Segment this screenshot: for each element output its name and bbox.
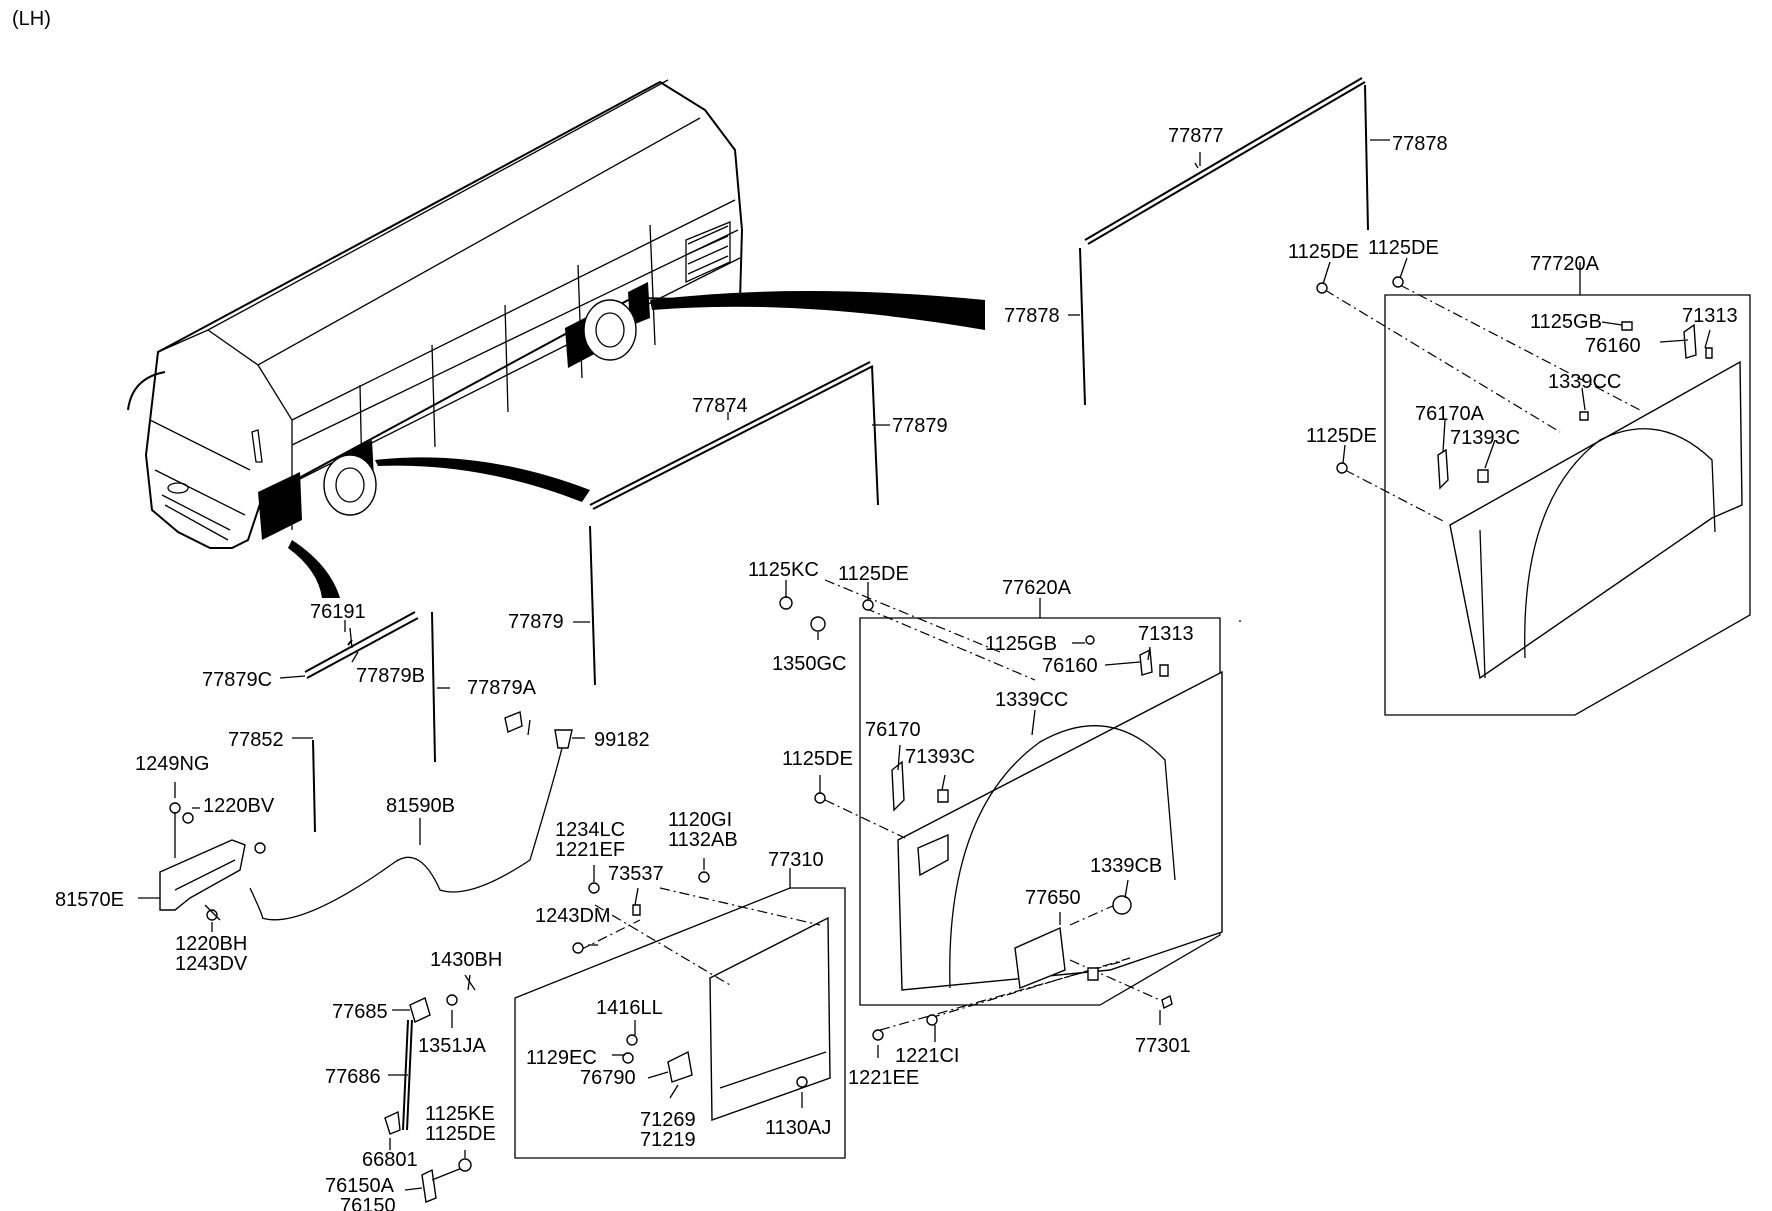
- label-77620A: 77620A: [1002, 577, 1072, 599]
- label-77879A: 77879A: [467, 677, 537, 699]
- label-76790: 76790: [580, 1067, 636, 1089]
- label-66801: 66801: [362, 1149, 418, 1171]
- view-label: (LH): [12, 8, 51, 30]
- label-1125GB-b: 1125GB: [985, 633, 1057, 655]
- label-1243DV: 1243DV: [175, 953, 248, 975]
- label-1125DE-b: 1125DE: [1368, 237, 1439, 259]
- label-71269: 71269: [640, 1109, 696, 1131]
- label-76150A: 76150A: [325, 1175, 395, 1197]
- label-1130AJ: 1130AJ: [765, 1117, 831, 1139]
- label-77877: 77877: [1168, 125, 1224, 147]
- label-1339CB: 1339CB: [1090, 855, 1162, 877]
- label-1221EE: 1221EE: [848, 1067, 919, 1089]
- label-77685: 77685: [332, 1001, 388, 1023]
- label-1132AB: 1132AB: [668, 829, 738, 851]
- label-77874: 77874: [692, 395, 748, 417]
- label-1220BH: 1220BH: [175, 933, 247, 955]
- label-77879-right: 77879: [892, 415, 948, 437]
- label-81570E: 81570E: [55, 889, 124, 911]
- label-77301: 77301: [1135, 1035, 1191, 1057]
- label-1125DE-d: 1125DE: [838, 563, 909, 585]
- rear-fender-assembly: [1316, 276, 1751, 716]
- label-76160-a: 76160: [1585, 335, 1641, 357]
- label-77650: 77650: [1025, 887, 1081, 909]
- bus-illustration: [127, 79, 985, 598]
- label-99182: 99182: [594, 729, 650, 751]
- label-77879B: 77879B: [356, 665, 425, 687]
- label-76191: 76191: [310, 601, 366, 623]
- leader-lines: [138, 139, 1711, 1191]
- fuel-release-assembly: [159, 611, 573, 921]
- label-1234LC: 1234LC: [555, 819, 625, 841]
- label-73537: 73537: [608, 863, 664, 885]
- label-1221CI: 1221CI: [895, 1045, 960, 1067]
- label-1249NG: 1249NG: [135, 753, 210, 775]
- label-77878-top: 77878: [1392, 133, 1448, 155]
- label-77852: 77852: [228, 729, 284, 751]
- label-71313-a: 71313: [1682, 305, 1738, 327]
- label-81590B: 81590B: [386, 795, 455, 817]
- label-77686: 77686: [325, 1066, 381, 1088]
- label-76150: 76150: [340, 1195, 396, 1211]
- label-1339CC-b: 1339CC: [995, 689, 1068, 711]
- label-1125KC: 1125KC: [748, 559, 819, 581]
- label-76170A: 76170A: [1415, 403, 1485, 425]
- label-1221EF: 1221EF: [555, 839, 625, 861]
- label-1125GB-a: 1125GB: [1530, 311, 1602, 333]
- label-77310: 77310: [768, 849, 824, 871]
- label-1125DE-f: 1125DE: [425, 1123, 496, 1145]
- label-1125DE-e: 1125DE: [782, 748, 853, 770]
- front-fender-assembly: [779, 579, 1223, 1041]
- label-71393C-b: 71393C: [905, 746, 975, 768]
- service-lid-assembly: [514, 871, 846, 1159]
- label-77879C: 77879C: [202, 669, 272, 691]
- label-1125DE-a: 1125DE: [1288, 241, 1359, 263]
- lower-left-parts: [384, 974, 476, 1203]
- label-1125DE-c: 1125DE: [1306, 425, 1377, 447]
- label-1430BH: 1430BH: [430, 949, 502, 971]
- label-1351JA: 1351JA: [418, 1035, 486, 1057]
- label-1220BV: 1220BV: [203, 795, 275, 817]
- label-1243DM: 1243DM: [535, 905, 611, 927]
- label-1350GC: 1350GC: [772, 653, 847, 675]
- label-1129EC: 1129EC: [526, 1047, 597, 1069]
- label-76170: 76170: [865, 719, 921, 741]
- label-77720A: 77720A: [1530, 253, 1600, 275]
- label-71393C-a: 71393C: [1450, 427, 1520, 449]
- label-1120GI: 1120GI: [668, 809, 732, 831]
- front-moulding-set: [589, 361, 879, 686]
- callout-labels: 77877 77878 77878 1125DE 1125DE 77720A 1…: [55, 125, 1738, 1211]
- label-71219: 71219: [640, 1129, 696, 1151]
- label-1125KE: 1125KE: [425, 1103, 495, 1125]
- label-77878-left: 77878: [1004, 305, 1060, 327]
- label-1416LL: 1416LL: [596, 997, 663, 1019]
- label-1339CC-a: 1339CC: [1548, 371, 1621, 393]
- label-77879-left: 77879: [508, 611, 564, 633]
- label-76160-b: 76160: [1042, 655, 1098, 677]
- rear-moulding-set: [1079, 77, 1369, 406]
- label-71313-b: 71313: [1138, 623, 1194, 645]
